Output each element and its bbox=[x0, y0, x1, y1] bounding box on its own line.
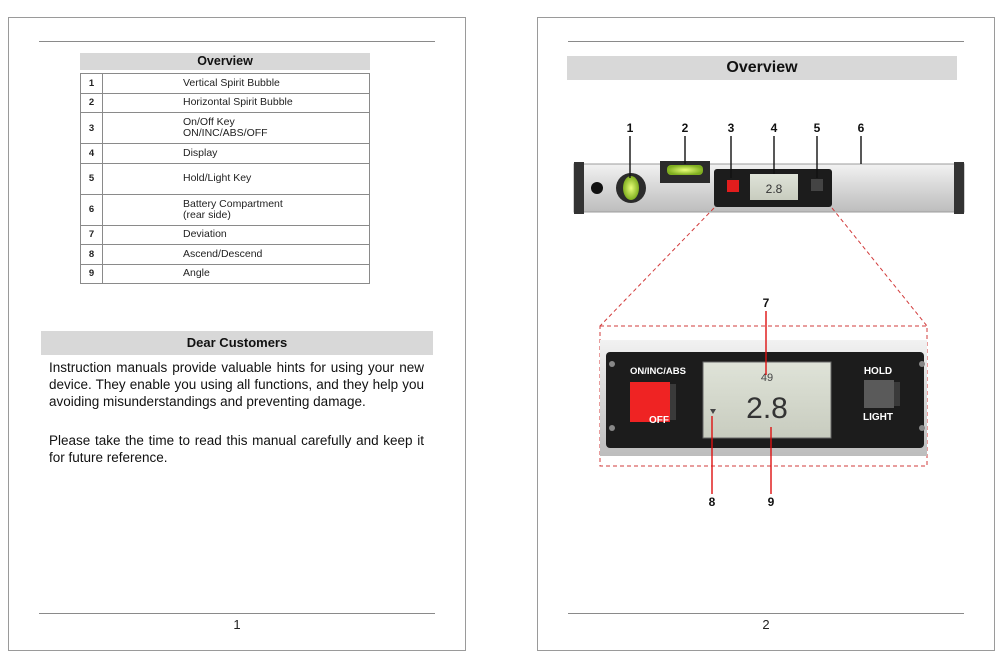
item-label: Angle bbox=[102, 263, 370, 284]
left-page: Overview 1 Vertical Spirit Bubble 2 Hori… bbox=[8, 17, 466, 651]
power-key bbox=[630, 382, 670, 422]
callout-4: 4 bbox=[771, 121, 778, 135]
item-number: 8 bbox=[80, 244, 103, 265]
item-label: Ascend/Descend bbox=[102, 244, 370, 265]
reference-paragraph: Please take the time to read this manual… bbox=[49, 433, 424, 465]
hold-key bbox=[864, 380, 894, 408]
hanging-hole bbox=[591, 182, 603, 194]
power-key-shadow bbox=[670, 384, 676, 420]
device-illustration: 2.8 1 2 3 4 5 6 bbox=[573, 121, 965, 509]
overview-table: 1 Vertical Spirit Bubble 2 Horizontal Sp… bbox=[80, 73, 370, 284]
callout-7: 7 bbox=[763, 296, 770, 310]
callout-3: 3 bbox=[728, 121, 735, 135]
screw bbox=[919, 425, 925, 431]
light-key-label: LIGHT bbox=[863, 412, 893, 423]
item-label: Battery Compartment(rear side) bbox=[102, 193, 370, 226]
right-page: Overview bbox=[537, 17, 995, 651]
item-label: Deviation bbox=[102, 224, 370, 245]
bottom-rule bbox=[39, 613, 435, 614]
page-number: 2 bbox=[762, 617, 770, 632]
table-row: 6 Battery Compartment(rear side) bbox=[80, 193, 370, 226]
power-key-label: ON/INC/ABS bbox=[630, 366, 686, 377]
angle-readout: 2.8 bbox=[746, 392, 788, 425]
display-small-value: 2.8 bbox=[766, 182, 783, 196]
horizontal-spirit-bubble bbox=[667, 165, 703, 175]
item-label: Hold/Light Key bbox=[102, 162, 370, 195]
table-row: 7 Deviation bbox=[80, 224, 370, 245]
table-row: 9 Angle bbox=[80, 263, 370, 284]
callout-1: 1 bbox=[627, 121, 634, 135]
table-row: 4 Display bbox=[80, 143, 370, 164]
table-row: 2 Horizontal Spirit Bubble bbox=[80, 92, 370, 113]
top-rule bbox=[39, 41, 435, 42]
item-number: 3 bbox=[80, 112, 103, 144]
end-cap-right bbox=[954, 162, 964, 214]
intro-paragraph: Instruction manuals provide valuable hin… bbox=[49, 360, 424, 409]
item-number: 9 bbox=[80, 263, 103, 284]
screw bbox=[609, 425, 615, 431]
vertical-spirit-bubble bbox=[623, 176, 639, 200]
item-number: 7 bbox=[80, 224, 103, 245]
hold-key-shadow bbox=[894, 382, 900, 406]
callout-5: 5 bbox=[814, 121, 821, 135]
item-label: Vertical Spirit Bubble bbox=[102, 73, 370, 94]
spirit-level: 2.8 bbox=[573, 161, 965, 214]
item-number: 6 bbox=[80, 193, 103, 226]
table-row: 1 Vertical Spirit Bubble bbox=[80, 73, 370, 94]
callout-8: 8 bbox=[709, 495, 716, 509]
table-row: 5 Hold/Light Key bbox=[80, 162, 370, 195]
item-number: 4 bbox=[80, 143, 103, 164]
page-number: 1 bbox=[233, 617, 241, 632]
item-number: 2 bbox=[80, 92, 103, 113]
power-key-small bbox=[727, 180, 739, 192]
top-rule bbox=[568, 41, 964, 42]
hold-key-label: HOLD bbox=[864, 366, 892, 377]
table-row: 8 Ascend/Descend bbox=[80, 244, 370, 265]
zoom-connector-left bbox=[599, 207, 715, 327]
screw bbox=[919, 361, 925, 367]
display-small bbox=[750, 174, 798, 200]
item-number: 5 bbox=[80, 162, 103, 195]
callout-6: 6 bbox=[858, 121, 865, 135]
item-number: 1 bbox=[80, 73, 103, 94]
off-label: OFF bbox=[649, 415, 669, 426]
item-label: Horizontal Spirit Bubble bbox=[102, 92, 370, 113]
deviation-readout: 49 bbox=[761, 372, 773, 384]
bottom-rule bbox=[568, 613, 964, 614]
zoom-connector-right bbox=[831, 207, 928, 327]
ascend-descend-arrow bbox=[710, 409, 716, 414]
zoomed-control-panel: ON/INC/ABS OFF 49 2.8 HOLD LIGHT bbox=[600, 340, 927, 456]
callout-2: 2 bbox=[682, 121, 689, 135]
callout-9: 9 bbox=[768, 495, 775, 509]
overview-heading: Overview bbox=[567, 56, 957, 80]
item-label: Display bbox=[102, 143, 370, 164]
overview-heading: Overview bbox=[80, 53, 370, 70]
screw bbox=[609, 361, 615, 367]
customers-heading: Dear Customers bbox=[41, 331, 433, 355]
hold-key-small bbox=[811, 179, 823, 191]
end-cap-left bbox=[574, 162, 584, 214]
lcd-display bbox=[702, 361, 832, 439]
